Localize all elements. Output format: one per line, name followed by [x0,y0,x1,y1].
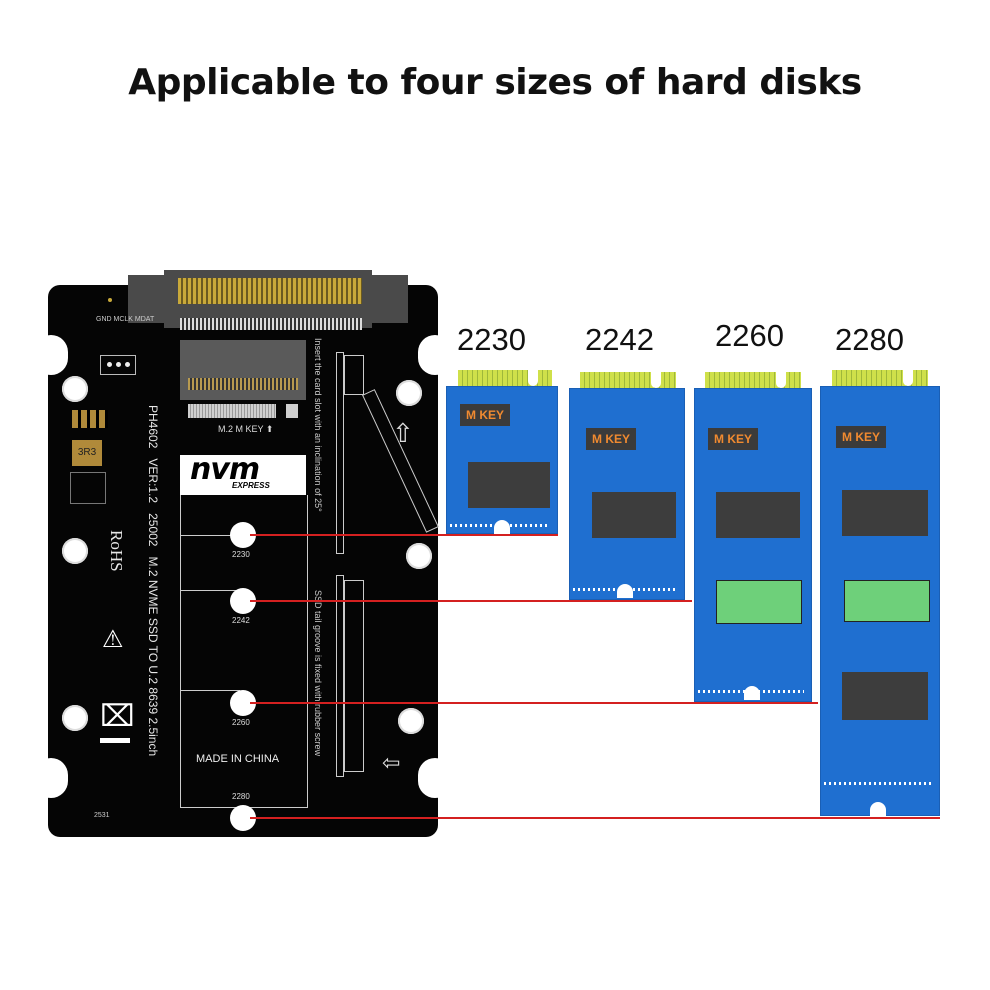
mounting-hole [62,376,88,402]
leader-line-2242 [250,600,692,602]
size-label-2230: 2230 [457,322,526,357]
slot-label-text: M.2 M KEY [218,424,264,434]
card-rail [344,355,364,395]
mounting-hole [396,380,422,406]
nand-chip [468,462,550,508]
mounting-hole [62,705,88,731]
m2-slot-pins [188,378,298,390]
m2-slot [180,340,306,400]
u2-solder-pins [180,318,362,330]
size-label-2242: 2242 [585,322,654,357]
m2-slot-key [286,404,298,418]
card-rail [336,575,344,777]
board-info-text: PH4602 VER:1.2 25002 M.2 NVME SSD TO U.2… [146,405,160,756]
model: PH4602 [146,405,160,449]
version: VER:1.2 [146,458,160,504]
mount-label-2242: 2242 [232,616,250,625]
controller-chip [716,580,802,624]
pin-icon [116,362,121,367]
header-labels: GND MCLK MDAT [96,316,154,323]
card-key-notch [528,368,538,386]
code: 25002 [146,513,160,547]
size-label-2280: 2280 [835,322,904,357]
screw-notch [617,584,633,598]
leader-line-2260 [250,702,818,704]
mounting-hole [406,543,432,569]
rohs-mark: RoHS [107,530,126,572]
instruction-fix-text: SSD tail groove is fixed with rubber scr… [313,590,323,757]
mkey-badge: M KEY [836,426,887,448]
push-arrow-icon: ⇦ [382,750,401,775]
card-gold-fingers [580,372,676,388]
card-rail [336,352,344,554]
nvme-logo-sub: EXPRESS [232,481,270,490]
nand-chip [842,490,928,536]
bay-divider [180,690,240,691]
label-mclk: MCLK [113,316,133,323]
m2-slot-contacts [188,404,276,418]
connector-ear [128,275,164,323]
label-gnd: GND [96,316,112,323]
nvme-logo-box [180,455,306,495]
u2-gold-fingers [178,278,362,304]
m2-mkey-label: M.2 M KEY ⬆ [218,424,274,434]
connector-ear [372,275,408,323]
controller-chip [844,580,930,622]
page-title: Applicable to four sizes of hard disks [128,62,862,103]
made-in-china: MADE IN CHINA [196,753,280,765]
bay-divider [180,590,240,591]
card-key-notch [903,368,913,386]
mount-label-2230: 2230 [232,550,250,559]
board-notch [418,335,452,375]
weee-bar [100,738,130,743]
regulator-chip [70,472,106,504]
mkey-badge: M KEY [708,428,759,450]
pin-icon [125,362,130,367]
mkey-badge: M KEY [586,428,637,450]
pin-icon [107,362,112,367]
card-key-notch [651,370,661,388]
size-label-2260: 2260 [715,318,784,353]
board-notch [34,335,68,375]
mounting-hole [62,538,88,564]
insert-arrow-icon: ⇧ [392,418,414,448]
mkey-badge: M KEY [460,404,511,426]
card-key-notch [776,370,786,388]
3-pin-header [100,355,136,375]
mounting-hole [398,708,424,734]
bay-divider [180,535,240,536]
inductor: 3R3 [72,440,102,466]
label-mdat: MDAT [134,316,155,323]
weee-bin-icon: ⌧ [100,700,135,733]
capacitors [72,410,108,428]
screw-notch [744,686,760,700]
card-rail [344,580,364,772]
card-contacts [824,782,934,785]
screw-notch [870,802,886,816]
card-gold-fingers [705,372,801,388]
nand-chip [842,672,928,720]
serial-number: 2531 [94,812,110,819]
nvme-logo: nvm [190,452,260,487]
leader-line-2280 [250,817,940,819]
board-notch [34,758,68,798]
led-icon [108,298,112,302]
description: M.2 NVME SSD TO U.2 8639 2.5inch [146,556,160,757]
nand-chip [716,492,800,538]
mount-label-2280: 2280 [232,792,250,801]
esd-warning-icon: ⚠ [102,626,124,653]
nand-chip [592,492,676,538]
instruction-insert-text: Insert the card slot with an inclination… [313,338,323,512]
screw-notch [494,520,510,534]
card-gold-fingers [832,370,928,386]
board-notch [418,758,452,798]
leader-line-2230 [250,534,558,536]
mount-label-2260: 2260 [232,718,250,727]
